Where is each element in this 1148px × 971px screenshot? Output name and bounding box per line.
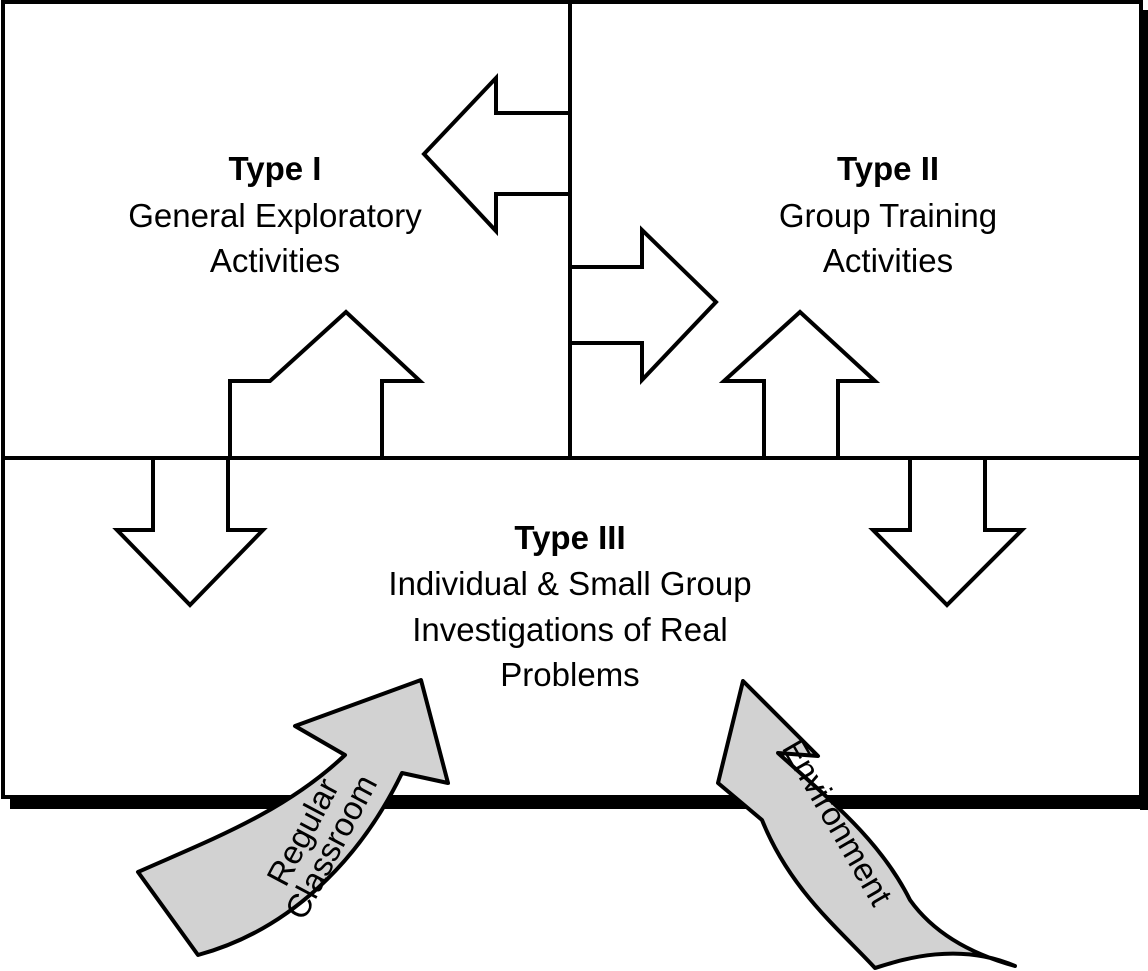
arrow-type1-type3 [112, 309, 570, 608]
type2-title: Type II [837, 150, 939, 187]
type1-label: Type I General Exploratory Activities [128, 150, 422, 279]
type3-label: Type III Individual & Small Group Invest… [388, 519, 751, 693]
arrow-regular-classroom [136, 678, 450, 957]
arrow-type2-type3 [570, 309, 1027, 608]
type1-line-2: Activities [210, 242, 340, 279]
type3-line-3: Problems [500, 656, 639, 693]
type2-label: Type II Group Training Activities [779, 150, 997, 279]
type3-title: Type III [514, 519, 625, 556]
arrow-environment [716, 679, 1017, 970]
type3-line-2: Investigations of Real [412, 611, 728, 648]
arrow-type1-to-type2 [568, 225, 719, 458]
type1-title: Type I [229, 150, 322, 187]
type3-line-1: Individual & Small Group [388, 565, 751, 602]
type2-line-2: Activities [823, 242, 953, 279]
type1-line-1: General Exploratory [128, 197, 422, 234]
arrow-type2-to-type1 [421, 2, 572, 267]
type2-line-1: Group Training [779, 197, 997, 234]
